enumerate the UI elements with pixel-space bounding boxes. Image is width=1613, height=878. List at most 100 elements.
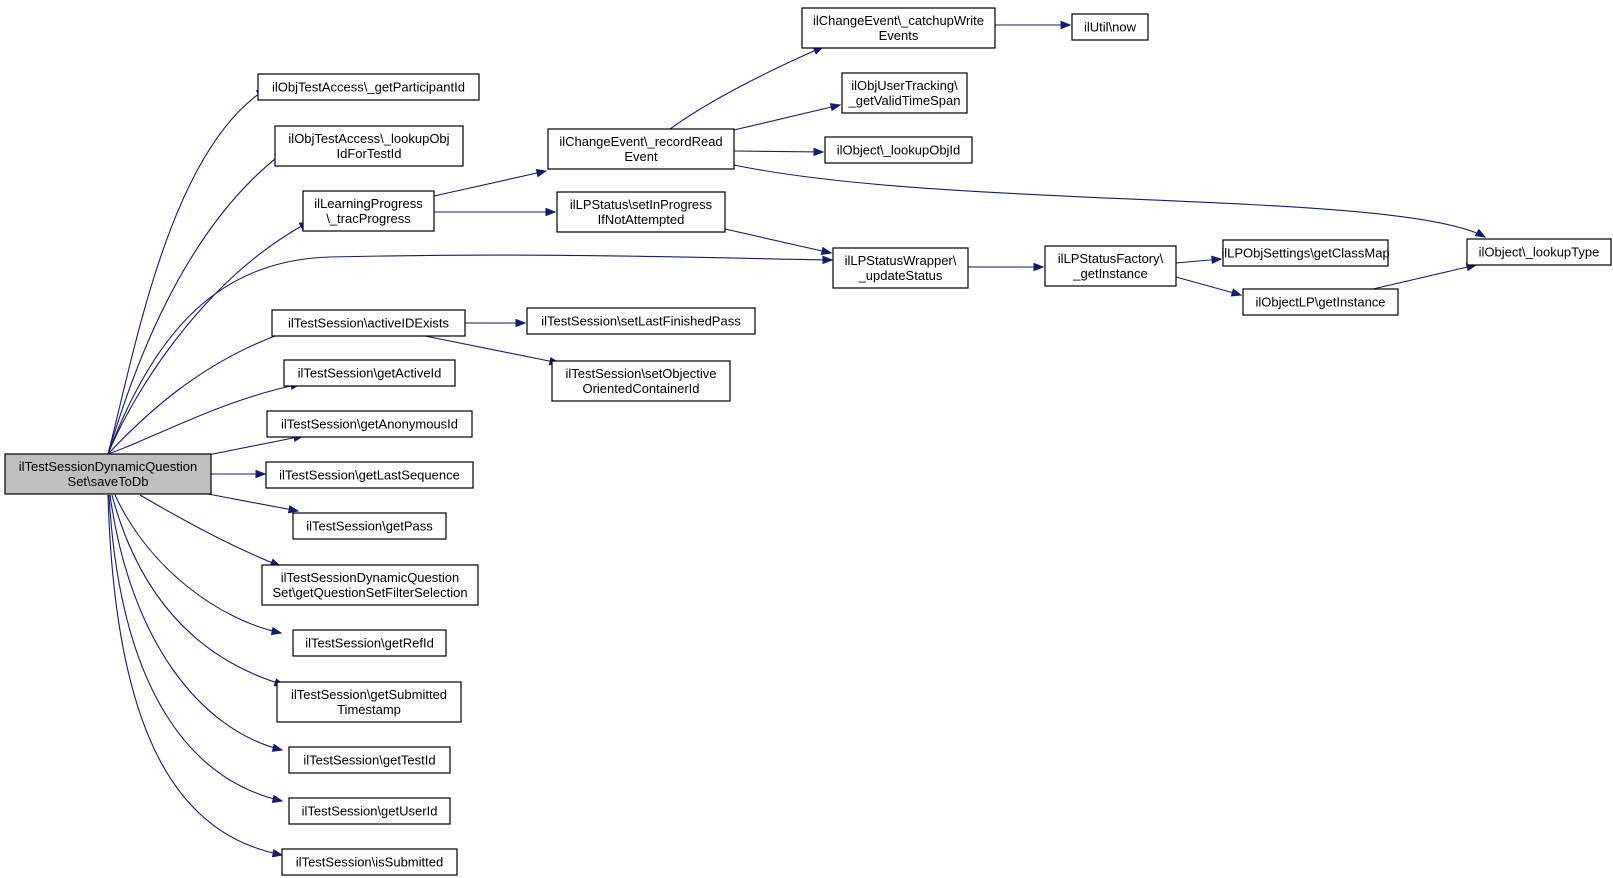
node-label: ilLPObjSettings\getClassMap bbox=[1221, 246, 1389, 261]
node-box bbox=[283, 359, 456, 387]
node-label: ilTestSessionDynamicQuestion bbox=[19, 459, 197, 474]
node-label: OrientedContainerId bbox=[582, 381, 699, 396]
node-label: ilTestSession\getAnonymousId bbox=[281, 417, 458, 432]
node-getRefId[interactable]: ilTestSession\getRefId bbox=[292, 629, 447, 657]
node-label: ilTestSession\getLastSequence bbox=[279, 468, 460, 483]
arrowhead bbox=[1211, 255, 1223, 265]
edge-line bbox=[111, 494, 285, 686]
arrowhead bbox=[1474, 228, 1487, 238]
node-box bbox=[841, 72, 968, 114]
node-objectLPGetInstance[interactable]: ilObjectLP\getInstance bbox=[1242, 288, 1399, 316]
node-box bbox=[281, 848, 458, 876]
edge-line bbox=[207, 493, 299, 512]
node-getLastSequence[interactable]: ilTestSession\getLastSequence bbox=[265, 461, 474, 489]
edge-line bbox=[109, 494, 283, 751]
node-label: ilObject\_lookupType bbox=[1479, 245, 1600, 260]
node-box bbox=[288, 797, 451, 825]
node-label: ilTestSession\getRefId bbox=[305, 636, 434, 651]
node-getPass[interactable]: ilTestSession\getPass bbox=[292, 512, 447, 540]
edge-tracProgress-to-recordReadEvent bbox=[433, 168, 548, 197]
node-label: ilTestSession\isSubmitted bbox=[296, 855, 443, 870]
node-lookupType[interactable]: ilObject\_lookupType bbox=[1466, 238, 1612, 266]
edge-root-to-getRefId bbox=[114, 494, 283, 636]
node-getClassMap[interactable]: ilLPObjSettings\getClassMap bbox=[1221, 239, 1390, 267]
edge-root-to-getSubmittedTimestamp bbox=[111, 494, 286, 687]
node-statusFactoryGetInstance[interactable]: ilLPStatusFactory\_getInstance bbox=[1044, 245, 1177, 287]
node-box bbox=[1466, 238, 1612, 266]
arrowhead bbox=[1060, 20, 1072, 30]
node-label: Events bbox=[879, 28, 919, 43]
node-tracProgress[interactable]: ilLearningProgress\_tracProgress bbox=[302, 190, 435, 232]
edge-root-to-lookupObjIdForTestId bbox=[107, 151, 286, 455]
node-label: _getInstance bbox=[1072, 266, 1147, 281]
node-label: ilLPStatusWrapper\ bbox=[845, 253, 957, 268]
node-label: ilObjectLP\getInstance bbox=[1255, 295, 1385, 310]
edge-line bbox=[114, 494, 282, 634]
edge-root-to-getUserId bbox=[108, 494, 284, 804]
node-getTestId[interactable]: ilTestSession\getTestId bbox=[288, 746, 451, 774]
arrowhead bbox=[545, 207, 557, 217]
arrowhead bbox=[822, 255, 834, 265]
arrowhead bbox=[829, 103, 842, 112]
edge-line bbox=[107, 329, 293, 455]
node-updateStatus[interactable]: ilLPStatusWrapper\_updateStatus bbox=[832, 247, 969, 289]
edge-line bbox=[1372, 264, 1477, 290]
node-getAnonymousId[interactable]: ilTestSession\getAnonymousId bbox=[266, 410, 473, 438]
node-box bbox=[257, 73, 480, 101]
node-getParticipantId[interactable]: ilObjTestAccess\_getParticipantId bbox=[257, 73, 480, 101]
node-box bbox=[1044, 245, 1177, 287]
node-label: ilObjUserTracking\ bbox=[851, 78, 958, 93]
node-getUserId[interactable]: ilTestSession\getUserId bbox=[288, 797, 451, 825]
node-label: _getValidTimeSpan bbox=[847, 93, 960, 108]
arrowhead bbox=[271, 794, 284, 804]
arrowhead bbox=[287, 505, 300, 514]
edge-root-to-getQuestionSetFilterSelection bbox=[139, 494, 282, 567]
node-getActiveId[interactable]: ilTestSession\getActiveId bbox=[283, 359, 456, 387]
arrowhead bbox=[255, 469, 267, 479]
node-lookupObjId[interactable]: ilObject\_lookupObjId bbox=[824, 136, 973, 164]
arrowhead bbox=[813, 147, 825, 157]
edge-recordReadEvent-to-lookupType bbox=[733, 164, 1487, 238]
edge-line bbox=[107, 494, 283, 856]
node-box bbox=[292, 512, 447, 540]
edge-line bbox=[107, 151, 285, 455]
edge-line bbox=[433, 170, 547, 197]
edge-line bbox=[207, 435, 304, 456]
node-label: ilChangeEvent\_catchupWrite bbox=[813, 13, 984, 28]
node-label: ilChangeEvent\_recordRead bbox=[559, 134, 722, 149]
node-getValidTimeSpan[interactable]: ilObjUserTracking\_getValidTimeSpan bbox=[841, 72, 968, 114]
node-label: ilTestSession\getUserId bbox=[302, 804, 438, 819]
node-setLastFinishedPass[interactable]: ilTestSession\setLastFinishedPass bbox=[526, 307, 756, 335]
edge-recordReadEvent-to-lookupObjId bbox=[733, 147, 825, 157]
node-box bbox=[266, 410, 473, 438]
node-label: ilTestSession\getActiveId bbox=[298, 366, 442, 381]
edge-root-to-getPass bbox=[207, 493, 300, 514]
node-label: Event bbox=[624, 149, 658, 164]
node-utilNow[interactable]: ilUtil\now bbox=[1071, 13, 1149, 41]
node-setObjectiveOrientedContainerId[interactable]: ilTestSession\setObjectiveOrientedContai… bbox=[551, 360, 731, 402]
node-label: ilUtil\now bbox=[1084, 20, 1137, 35]
node-box bbox=[274, 125, 464, 167]
node-isSubmitted[interactable]: ilTestSession\isSubmitted bbox=[281, 848, 458, 876]
node-box bbox=[265, 461, 474, 489]
call-edges bbox=[107, 20, 1487, 858]
node-getQuestionSetFilterSelection[interactable]: ilTestSessionDynamicQuestionSet\getQuest… bbox=[261, 564, 479, 606]
edge-statusFactoryGetInstance-to-objectLPGetInstance bbox=[1175, 276, 1243, 297]
edge-root-to-getLastSequence bbox=[211, 469, 267, 479]
arrowhead bbox=[535, 168, 548, 178]
node-activeIDExists[interactable]: ilTestSession\activeIDExists bbox=[271, 309, 466, 337]
edge-line bbox=[733, 164, 1486, 238]
edge-line bbox=[424, 335, 560, 364]
arrowhead bbox=[271, 849, 284, 858]
node-label: Set\getQuestionSetFilterSelection bbox=[272, 585, 467, 600]
node-box bbox=[556, 191, 726, 233]
edge-line bbox=[733, 104, 841, 131]
node-label: ilTestSession\getPass bbox=[306, 519, 433, 534]
